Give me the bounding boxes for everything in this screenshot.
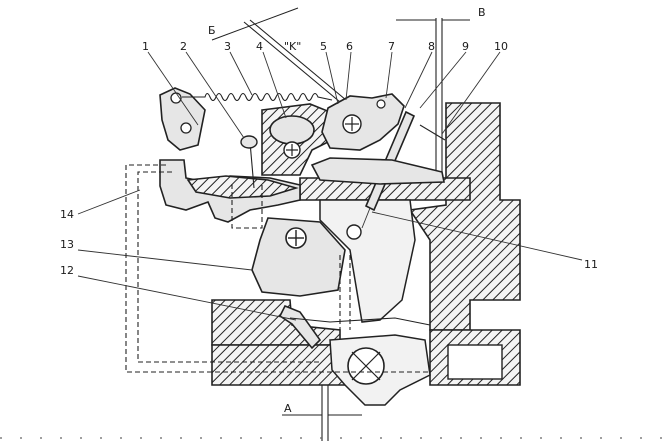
leader-8 [404, 51, 433, 109]
bottom-channel [447, 344, 503, 380]
label-12: 12 [60, 264, 74, 277]
lower-body-base [211, 344, 346, 386]
float-lever [310, 157, 445, 185]
mixing-chamber [319, 199, 416, 323]
label-v-cyr: В [478, 6, 486, 19]
label-5: 5 [320, 40, 327, 53]
right-housing [408, 102, 521, 331]
leader-9 [419, 51, 467, 109]
leader-13 [77, 249, 253, 271]
leader-7 [385, 51, 393, 99]
leader-6 [345, 51, 352, 101]
rod-lower [289, 317, 431, 326]
diaphragm-inner [186, 175, 299, 199]
label-3: 3 [224, 40, 231, 53]
label-14: 14 [60, 208, 74, 221]
needle-valve [419, 124, 446, 141]
label-b-cyr: Б [208, 24, 216, 37]
label-8: 8 [428, 40, 435, 53]
valve-cross-2 [351, 351, 381, 381]
leader-12 [77, 275, 297, 321]
leader-3 [229, 51, 253, 96]
leader-2 [185, 51, 245, 139]
label-1: 1 [142, 40, 149, 53]
second-axle [346, 224, 362, 240]
dashed-channel-outer [125, 164, 430, 373]
section-line-b-3 [249, 19, 347, 101]
plunger-head [240, 135, 258, 149]
leader-11 [371, 211, 583, 261]
leader-14 [77, 189, 141, 215]
label-4: 4 [256, 40, 263, 53]
leader-5 [325, 51, 339, 105]
label-7: 7 [388, 40, 395, 53]
label-10: 10 [494, 40, 508, 53]
rod-to-throttle [361, 207, 371, 229]
leader-4 [262, 51, 287, 119]
lever-6-hole [376, 99, 386, 109]
label-k: "K" [284, 40, 301, 53]
pump-body-dashed [231, 184, 263, 229]
throttle-lever [251, 217, 346, 297]
label-13: 13 [60, 238, 74, 251]
lever-arm [159, 87, 206, 151]
cam-4 [269, 115, 315, 145]
label-a-cyr: А [284, 402, 292, 415]
leader-10 [441, 51, 501, 135]
adjusting-screw [278, 304, 322, 350]
lever-6 [321, 93, 405, 151]
dashed-channel-inner [137, 171, 320, 363]
label-11: 11 [584, 258, 598, 271]
label-9: 9 [462, 40, 469, 53]
return-spring [182, 92, 333, 102]
section-line-b-2 [243, 21, 341, 103]
label-6: 6 [346, 40, 353, 53]
label-2: 2 [180, 40, 187, 53]
lever-pin-bottom [180, 122, 192, 134]
leader-1 [147, 51, 199, 126]
pump-plunger-rod [249, 141, 255, 189]
